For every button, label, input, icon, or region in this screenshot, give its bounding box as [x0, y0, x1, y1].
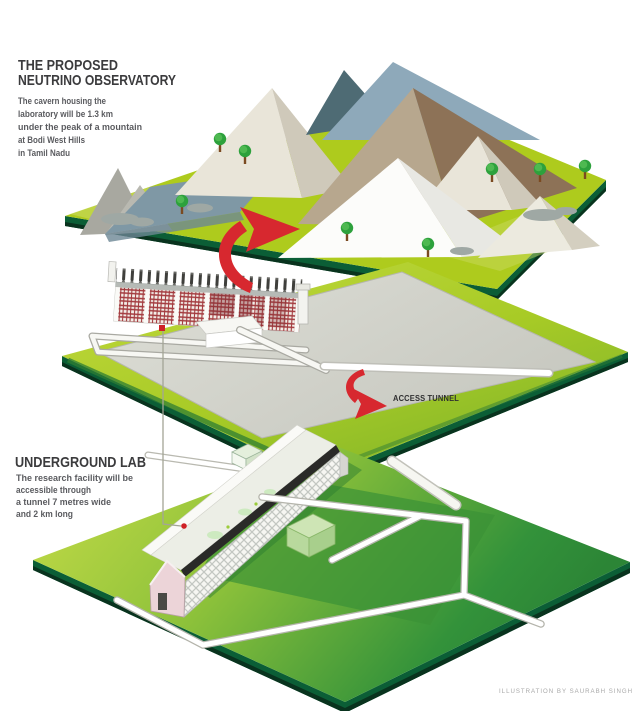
top-title-line1: THE PROPOSED	[18, 57, 118, 74]
portal-tower-cap	[295, 283, 311, 291]
surface-slab-inner-stripe	[329, 354, 623, 470]
depth-connector	[159, 325, 187, 529]
hall-interior-dot	[254, 502, 258, 506]
connector-top-marker	[159, 325, 165, 331]
detector-glass-box	[286, 513, 336, 558]
bush	[130, 217, 154, 227]
terrain-layer	[65, 62, 606, 300]
hall-pin-row	[115, 268, 303, 294]
top-annotation-block: THE PROPOSED NEUTRINO OBSERVATORY The ca…	[18, 57, 176, 158]
hall-gable-trim	[149, 559, 186, 586]
underground-body-line: a tunnel 7 metres wide	[16, 497, 111, 507]
hall-interior-equipment	[238, 508, 252, 516]
hall-interior-equipment	[207, 531, 223, 539]
service-pipes	[113, 493, 545, 649]
peel-arrow-head	[240, 207, 300, 252]
mountain-white-shade	[398, 158, 522, 257]
top-body-line: at Bodi West Hills	[18, 135, 85, 145]
mountain-white	[278, 158, 462, 258]
terrain-slab-edge-shadow	[65, 187, 606, 300]
hall-interior-equipment	[264, 489, 276, 495]
access-arrow-head	[352, 388, 387, 419]
top-body-line: in Tamil Nadu	[18, 148, 70, 158]
bush	[523, 209, 563, 221]
back-tunnel-stub	[144, 451, 256, 474]
cavern-hall	[141, 424, 349, 618]
portal-ramp	[236, 326, 330, 374]
diagonal-road-strip	[386, 455, 462, 511]
access-tunnel-label: ACCESS TUNNEL	[393, 393, 459, 403]
credit-line: ILLUSTRATION BY SAURABH SINGH	[499, 688, 633, 695]
terrain-slab-edge	[65, 180, 606, 300]
underground-annotation-block: UNDERGROUND LAB The research facility wi…	[15, 454, 146, 519]
top-title-line2: NEUTRINO OBSERVATORY	[18, 72, 176, 89]
top-body-line: laboratory will be 1.3 km	[18, 109, 113, 119]
hall-gable-door	[158, 593, 167, 610]
peel-arrow	[218, 207, 300, 293]
access-tunnel-tube	[319, 361, 554, 378]
access-tunnel-arrow	[346, 369, 387, 419]
bush	[450, 247, 474, 255]
mountain-cream-mid-shade	[478, 136, 542, 210]
bush	[101, 213, 139, 225]
surface-building-complex	[88, 261, 330, 374]
hall-wall-shade	[210, 292, 254, 318]
hall-wall-shade	[255, 295, 288, 328]
hall-top-face	[150, 429, 337, 571]
underground-body-line: accessible through	[16, 485, 91, 495]
connector-bottom-marker	[181, 523, 187, 529]
peel-arrow-body	[218, 221, 253, 293]
mountain-cream-left-shade	[272, 88, 352, 198]
top-body-line: The cavern housing the	[18, 96, 106, 106]
underground-layer	[33, 424, 630, 711]
mountain-cream-left	[175, 88, 302, 198]
bush	[555, 207, 577, 215]
mountain-cream-right-shade	[540, 196, 600, 250]
top-body-line: under the peak of a mountain	[18, 122, 142, 132]
hall-interior-dot	[226, 525, 230, 529]
underground-body-line: The research facility will be	[16, 473, 133, 483]
hall-end-cap	[339, 451, 349, 478]
hall-ridge-beam	[181, 445, 340, 577]
bush	[187, 203, 213, 213]
portal-tower	[297, 287, 309, 325]
hall-chimney	[107, 261, 117, 283]
access-arrow-body	[346, 369, 365, 403]
ridge-hill-front	[105, 212, 244, 242]
underground-body-line: and 2 km long	[16, 509, 73, 519]
underground-title: UNDERGROUND LAB	[15, 454, 146, 471]
